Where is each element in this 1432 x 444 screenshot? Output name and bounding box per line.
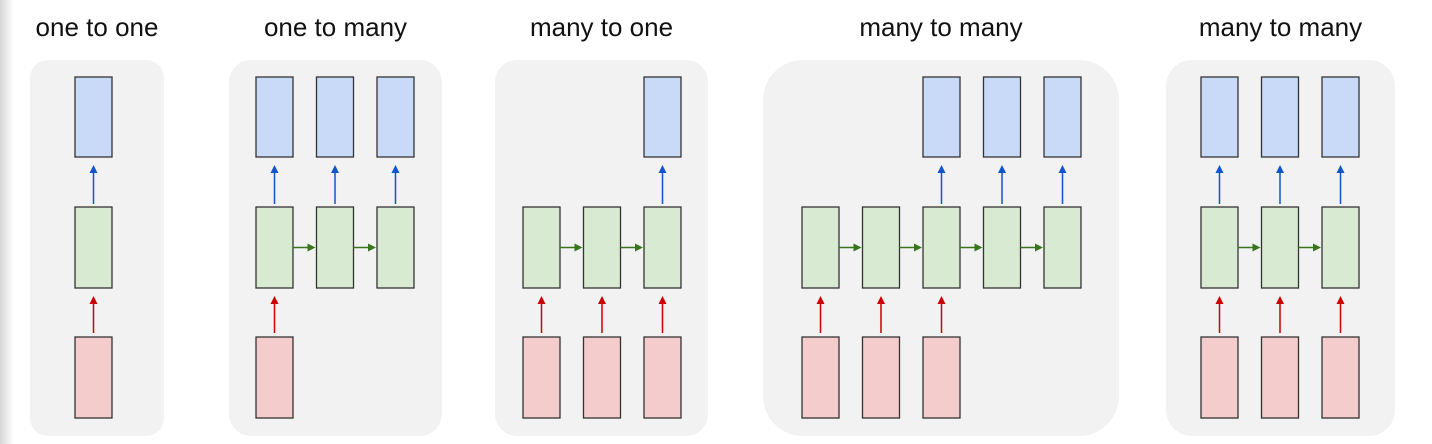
panel-diagram	[74, 76, 113, 419]
hidden-state-cell	[801, 206, 840, 289]
panel-diagram	[1200, 76, 1360, 419]
output-cell	[1200, 76, 1239, 158]
output-cell	[1043, 76, 1082, 158]
hidden-state-cell	[376, 206, 415, 289]
input-cell	[861, 336, 901, 419]
hidden-state-cell	[582, 206, 622, 289]
hidden-state-cell	[522, 206, 561, 289]
hidden-state-cell	[922, 206, 961, 289]
output-cell	[315, 76, 355, 158]
hidden-state-cell	[255, 206, 294, 289]
input-cell	[922, 336, 961, 419]
hidden-state-cell	[1043, 206, 1082, 289]
input-cell	[522, 336, 561, 419]
input-cell	[801, 336, 840, 419]
panel-diagram	[255, 76, 415, 419]
output-cell	[74, 76, 113, 158]
hidden-state-cell	[74, 206, 113, 289]
input-cell	[582, 336, 622, 419]
output-cell	[376, 76, 415, 158]
panel-title: one to one	[35, 12, 159, 42]
output-cell	[922, 76, 961, 158]
output-cell	[255, 76, 294, 158]
input-cell	[74, 336, 113, 419]
hidden-state-cell	[861, 206, 901, 289]
panel-title: many to many	[859, 12, 1023, 42]
hidden-state-cell	[1200, 206, 1239, 289]
input-cell	[1200, 336, 1239, 419]
hidden-state-cell	[1260, 206, 1300, 289]
left-edge-shadow	[0, 0, 14, 444]
hidden-state-cell	[1321, 206, 1360, 289]
output-cell	[1260, 76, 1300, 158]
panel-title: many to one	[529, 12, 674, 42]
input-cell	[1321, 336, 1360, 419]
input-cell	[643, 336, 682, 419]
output-cell	[643, 76, 682, 158]
hidden-state-cell	[982, 206, 1022, 289]
hidden-state-cell	[643, 206, 682, 289]
input-cell	[255, 336, 294, 419]
panel-diagram	[801, 76, 1082, 419]
panel-title: many to many	[1198, 12, 1363, 42]
panel-diagram	[522, 76, 682, 419]
panel-title: one to many	[263, 12, 408, 42]
hidden-state-cell	[315, 206, 355, 289]
output-cell	[982, 76, 1022, 158]
input-cell	[1260, 336, 1300, 419]
output-cell	[1321, 76, 1360, 158]
